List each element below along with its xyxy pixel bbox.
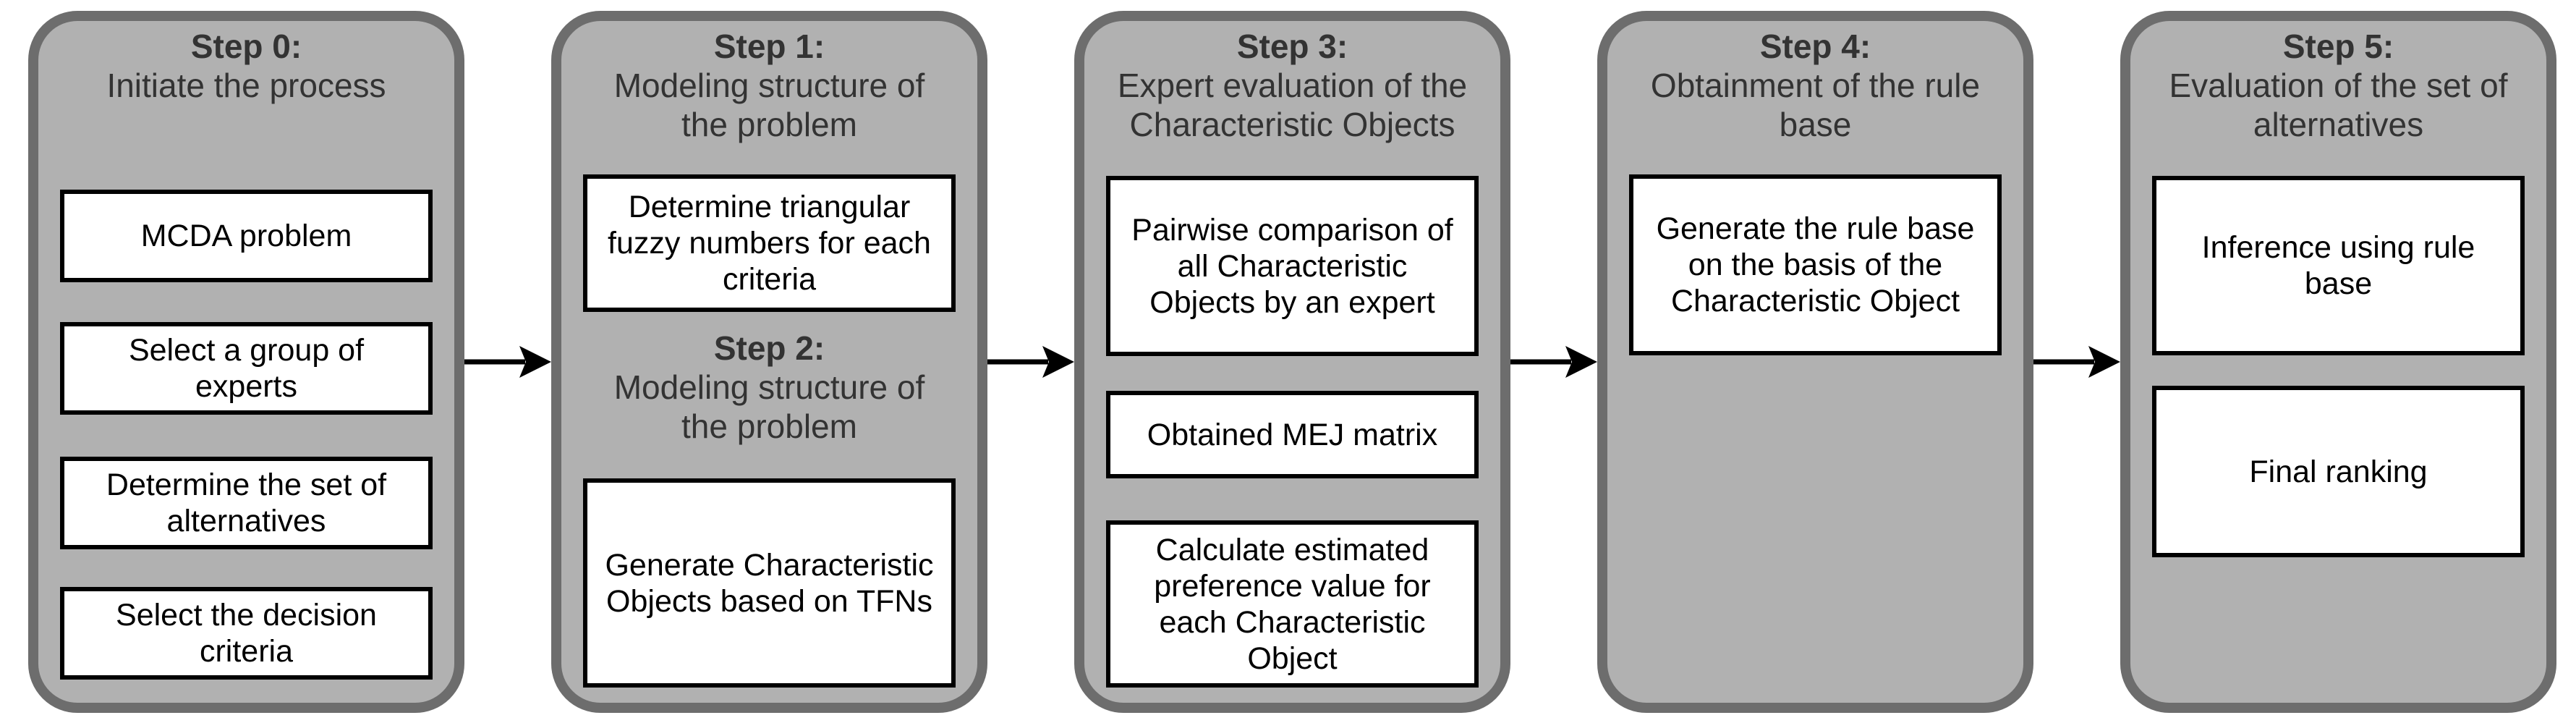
step-subtitle: Modeling structure of the problem xyxy=(613,368,925,445)
flow-box-inference: Inference using rule base xyxy=(2152,176,2525,355)
step-subtitle: Expert evaluation of the Characteristic … xyxy=(1117,67,1468,143)
flow-box-final-ranking: Final ranking xyxy=(2152,386,2525,557)
panel-title: Step 1: Modeling structure of the proble… xyxy=(567,27,972,144)
right-arrow-icon xyxy=(1510,346,1597,378)
step-label: Step 0: xyxy=(190,28,302,65)
right-arrow-icon xyxy=(464,346,551,378)
step-3-panel: Step 3: Expert evaluation of the Charact… xyxy=(1074,11,1510,713)
step-0-panel: Step 0: Initiate the process MCDA proble… xyxy=(28,11,464,713)
right-arrow-icon xyxy=(2033,346,2120,378)
step-label: Step 4: xyxy=(1759,28,1871,65)
flow-box-determine-alternatives: Determine the set of alternatives xyxy=(60,457,433,549)
flow-box-triangular-fuzzy-numbers: Determine triangular fuzzy numbers for e… xyxy=(583,174,956,312)
panel-title: Step 4: Obtainment of the rule base xyxy=(1613,27,2018,144)
right-arrow-icon xyxy=(987,346,1074,378)
flow-arrow-2 xyxy=(987,339,1074,385)
step-5-panel: Step 5: Evaluation of the set of alterna… xyxy=(2120,11,2556,713)
step-subtitle: Initiate the process xyxy=(106,67,386,104)
step-label: Step 2: xyxy=(713,329,825,367)
flow-box-estimated-preference: Calculate estimated preference value for… xyxy=(1106,520,1479,688)
step-label: Step 5: xyxy=(2282,28,2394,65)
step-label: Step 3: xyxy=(1236,28,1348,65)
panel-title: Step 5: Evaluation of the set of alterna… xyxy=(2136,27,2541,144)
flow-box-mcda-problem: MCDA problem xyxy=(60,190,433,282)
step-label: Step 1: xyxy=(713,28,825,65)
panel-title: Step 0: Initiate the process xyxy=(44,27,449,105)
flow-arrow-1 xyxy=(464,339,551,385)
flow-box-mej-matrix: Obtained MEJ matrix xyxy=(1106,391,1479,478)
step-subtitle: Evaluation of the set of alternatives xyxy=(2169,67,2508,143)
flow-arrow-4 xyxy=(2033,339,2120,385)
step-subtitle: Modeling structure of the problem xyxy=(613,67,925,143)
flow-box-select-experts: Select a group of experts xyxy=(60,322,433,415)
flow-box-generate-rule-base: Generate the rule base on the basis of t… xyxy=(1629,174,2002,355)
panel-title: Step 2: Modeling structure of the proble… xyxy=(567,329,972,446)
panel-title: Step 3: Expert evaluation of the Charact… xyxy=(1090,27,1495,144)
flow-box-pairwise-comparison: Pairwise comparison of all Characteristi… xyxy=(1106,176,1479,356)
step-subtitle: Obtainment of the rule base xyxy=(1650,67,1981,143)
steps-1-2-panel: Step 1: Modeling structure of the proble… xyxy=(551,11,987,713)
step-4-panel: Step 4: Obtainment of the rule base Gene… xyxy=(1597,11,2033,713)
flow-box-generate-characteristic-objects: Generate Characteristic Objects based on… xyxy=(583,478,956,688)
flow-box-select-criteria: Select the decision criteria xyxy=(60,587,433,680)
flow-arrow-3 xyxy=(1510,339,1597,385)
